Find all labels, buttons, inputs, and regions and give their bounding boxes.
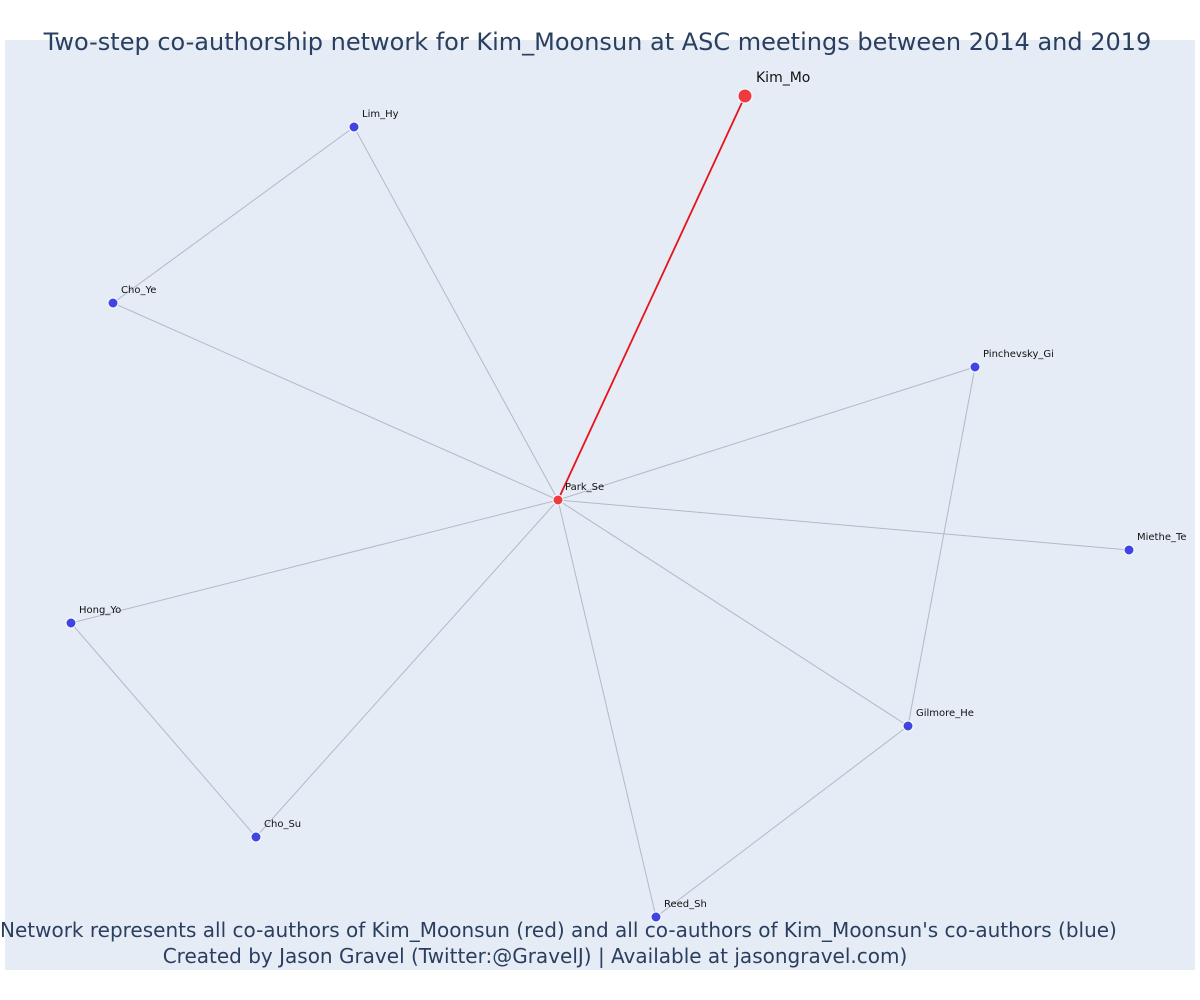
edge-Park_Se-Cho_Ye bbox=[112, 302, 559, 501]
node-label-Hong_Yo: Hong_Yo bbox=[79, 605, 121, 616]
edge-Park_Se-Reed_Sh bbox=[557, 499, 657, 918]
edge-Park_Se-Miethe_Te bbox=[557, 499, 1130, 551]
node-label-Miethe_Te: Miethe_Te bbox=[1137, 532, 1187, 543]
edge-Pinchevsky_Gi-Gilmore_He bbox=[907, 366, 976, 727]
edge-Park_Se-Lim_Hy bbox=[353, 126, 559, 501]
node-label-Reed_Sh: Reed_Sh bbox=[664, 899, 707, 910]
node-label-Kim_Mo: Kim_Mo bbox=[756, 70, 810, 86]
edge-Kim_Mo-Park_Se bbox=[557, 95, 746, 501]
edge-Hong_Yo-Cho_Su bbox=[70, 622, 257, 838]
node-Lim_Hy[interactable] bbox=[348, 121, 360, 133]
edges-layer bbox=[70, 95, 1130, 918]
edge-Park_Se-Gilmore_He bbox=[557, 499, 909, 727]
caption-line-1: Network represents all co-authors of Kim… bbox=[0, 918, 1117, 942]
node-label-Gilmore_He: Gilmore_He bbox=[916, 708, 974, 719]
node-Park_Se[interactable] bbox=[552, 494, 564, 506]
node-Hong_Yo[interactable] bbox=[65, 617, 77, 629]
nodes-layer bbox=[65, 88, 1135, 923]
node-Cho_Ye[interactable] bbox=[107, 297, 119, 309]
node-label-Cho_Su: Cho_Su bbox=[264, 819, 301, 830]
edge-Gilmore_He-Reed_Sh bbox=[655, 725, 909, 918]
node-label-Park_Se: Park_Se bbox=[565, 482, 604, 493]
edge-Park_Se-Cho_Su bbox=[255, 499, 559, 838]
node-Kim_Mo[interactable] bbox=[737, 88, 753, 104]
node-Cho_Su[interactable] bbox=[250, 831, 262, 843]
node-Gilmore_He[interactable] bbox=[902, 720, 914, 732]
plot-area bbox=[5, 40, 1195, 970]
node-label-Cho_Ye: Cho_Ye bbox=[121, 285, 156, 296]
node-Reed_Sh[interactable] bbox=[650, 911, 662, 923]
edge-Park_Se-Hong_Yo bbox=[70, 499, 559, 624]
node-label-Pinchevsky_Gi: Pinchevsky_Gi bbox=[983, 349, 1054, 360]
caption-line-2: Created by Jason Gravel (Twitter:@Gravel… bbox=[162, 944, 908, 968]
edge-Park_Se-Pinchevsky_Gi bbox=[557, 366, 976, 501]
chart-title: Two-step co-authorship network for Kim_M… bbox=[43, 28, 1152, 56]
edge-Lim_Hy-Cho_Ye bbox=[112, 126, 355, 304]
node-label-Lim_Hy: Lim_Hy bbox=[362, 109, 399, 120]
node-Miethe_Te[interactable] bbox=[1123, 544, 1135, 556]
node-Pinchevsky_Gi[interactable] bbox=[969, 361, 981, 373]
